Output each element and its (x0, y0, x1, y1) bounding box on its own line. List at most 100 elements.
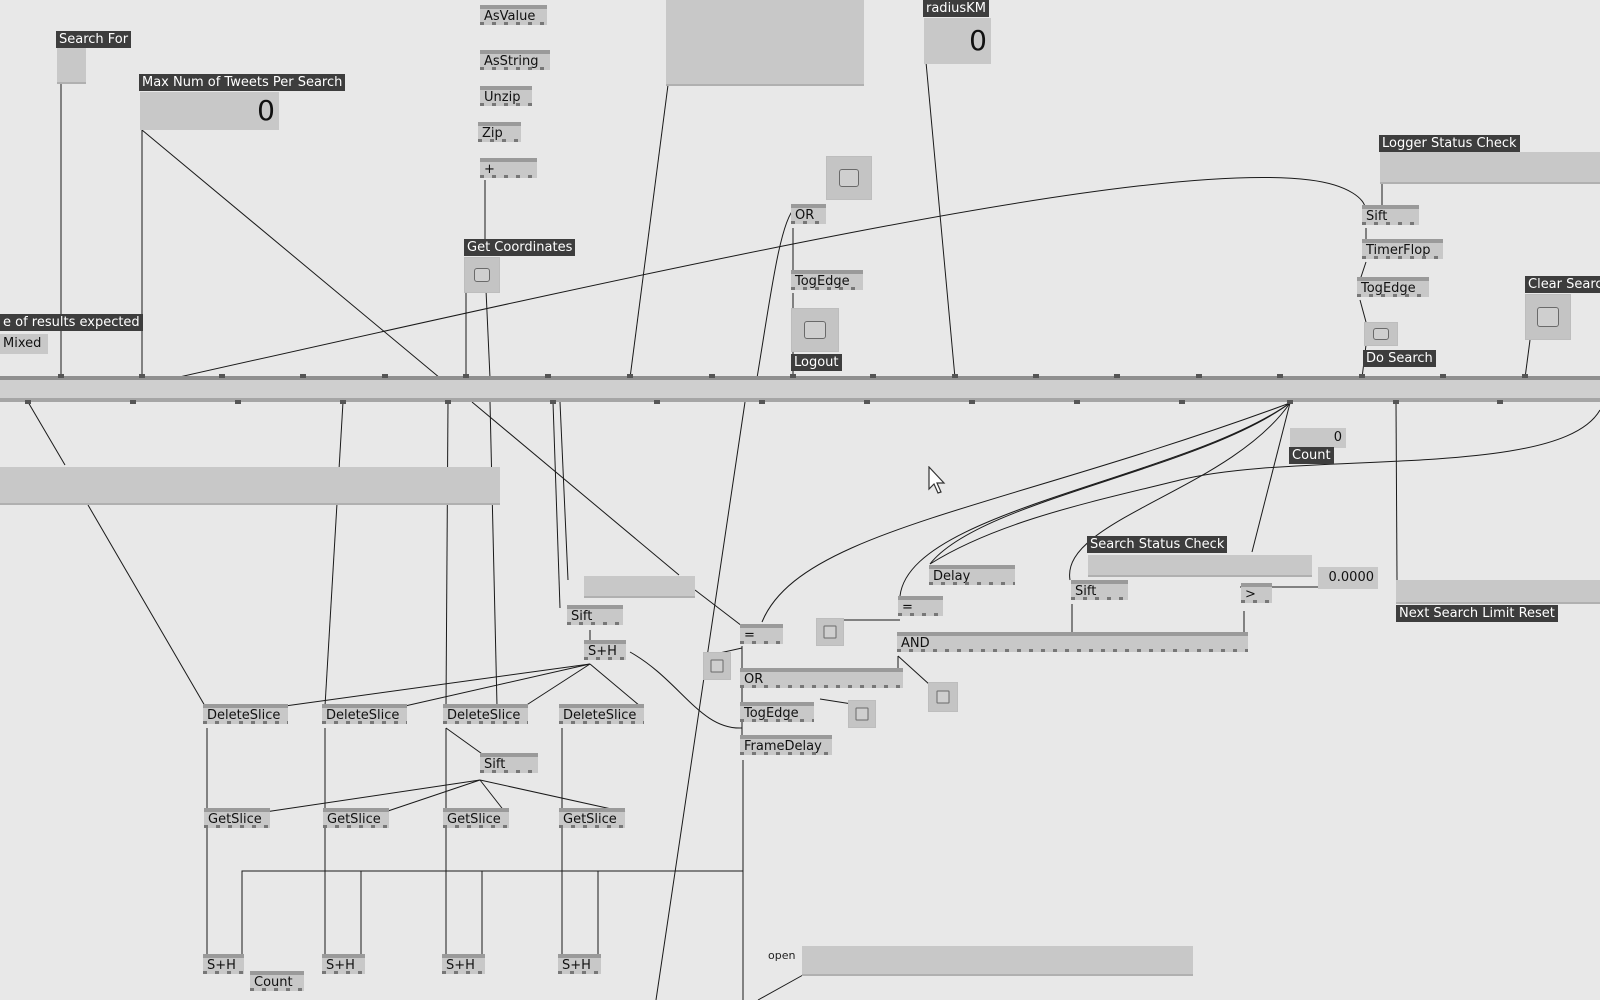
node-getslice-1[interactable]: GetSlice (204, 808, 270, 828)
bus-input-pin[interactable] (219, 374, 225, 378)
bus-output-pin[interactable] (1393, 400, 1399, 404)
node-sh-1[interactable]: S+H (203, 954, 244, 974)
node-unzip[interactable]: Unzip (480, 86, 532, 106)
clear-search-bang[interactable] (1525, 294, 1571, 340)
bus-input-pin[interactable] (1440, 374, 1446, 378)
bus-input-pin[interactable] (709, 374, 715, 378)
bus-input-pin[interactable] (1277, 374, 1283, 378)
bus-input-pin[interactable] (870, 374, 876, 378)
node-sift-logger[interactable]: Sift (1362, 205, 1419, 225)
node-sift-status[interactable]: Sift (1071, 580, 1128, 600)
bus-output-pin[interactable] (864, 400, 870, 404)
node-getslice-4[interactable]: GetSlice (559, 808, 625, 828)
node-asvalue[interactable]: AsValue (480, 5, 547, 25)
logout-bang[interactable] (791, 308, 839, 352)
do-search-bang[interactable] (1364, 322, 1398, 346)
node-timerflop[interactable]: TimerFlop (1362, 239, 1443, 259)
bus-output-pin[interactable] (654, 400, 660, 404)
search-for-input[interactable] (57, 48, 86, 84)
bus-output-pin[interactable] (1287, 400, 1293, 404)
node-zip[interactable]: Zip (478, 122, 521, 142)
bus-input-pin[interactable] (139, 374, 145, 378)
bus-input-pin[interactable] (1522, 374, 1528, 378)
node-togedge-mid[interactable]: TogEdge (740, 702, 814, 722)
node-asstring[interactable]: AsString (480, 50, 550, 70)
node-sh-3[interactable]: S+H (442, 954, 485, 974)
bus-input-pin[interactable] (1033, 374, 1039, 378)
get-coordinates-bang[interactable] (464, 257, 500, 293)
bus-output-pin[interactable] (340, 400, 346, 404)
label-search-status-check: Search Status Check (1087, 536, 1228, 553)
bus-input-pin[interactable] (952, 374, 958, 378)
node-getslice-2[interactable]: GetSlice (323, 808, 389, 828)
bus-input-pin[interactable] (382, 374, 388, 378)
wire (524, 663, 591, 707)
node-getslice-3[interactable]: GetSlice (443, 808, 509, 828)
text-iobox-left[interactable] (0, 467, 500, 505)
text-iobox-top[interactable] (666, 0, 864, 86)
bus-output-pin[interactable] (759, 400, 765, 404)
logger-status-iobox[interactable] (1380, 152, 1600, 184)
bus-input-pin[interactable] (300, 374, 306, 378)
node-greater-than[interactable]: > (1241, 583, 1272, 603)
bus-input-pin[interactable] (790, 374, 796, 378)
bang-top[interactable] (826, 156, 872, 200)
bus-output-pin[interactable] (550, 400, 556, 404)
bus-input-pin[interactable] (58, 374, 64, 378)
node-equals-1[interactable]: = (740, 624, 783, 644)
open-label: open (768, 949, 796, 962)
wire (174, 176, 1366, 379)
node-sift-low[interactable]: Sift (480, 753, 538, 773)
node-deleteslice-2[interactable]: DeleteSlice (322, 704, 407, 724)
bang-mid-2[interactable] (703, 652, 731, 680)
bang-mid-4[interactable] (928, 682, 958, 712)
bus-input-pin[interactable] (463, 374, 469, 378)
result-type-enum[interactable]: Mixed (0, 334, 48, 354)
node-framedelay[interactable]: FrameDelay (740, 735, 832, 755)
search-status-iobox[interactable] (1088, 555, 1312, 577)
node-sh-4[interactable]: S+H (558, 954, 601, 974)
node-deleteslice-4[interactable]: DeleteSlice (559, 704, 644, 724)
bus-input-pin[interactable] (1196, 374, 1202, 378)
node-delay[interactable]: Delay (929, 565, 1015, 585)
node-togedge-logger[interactable]: TogEdge (1357, 277, 1429, 297)
bus-input-pin[interactable] (627, 374, 633, 378)
bus-output-pin[interactable] (235, 400, 241, 404)
next-search-iobox[interactable] (1396, 580, 1600, 604)
bus-output-pin[interactable] (130, 400, 136, 404)
bus-output-pin[interactable] (1497, 400, 1503, 404)
threshold-value[interactable]: 0.0000 (1318, 567, 1378, 589)
bang-mid-1[interactable] (816, 618, 844, 646)
node-deleteslice-3[interactable]: DeleteSlice (443, 704, 528, 724)
text-iobox-mid[interactable] (584, 576, 695, 598)
bang-mid-3[interactable] (848, 700, 876, 728)
bus-input-pin[interactable] (1359, 374, 1365, 378)
wire (264, 779, 481, 813)
bus-output-pin[interactable] (25, 400, 31, 404)
node-equals-2[interactable]: = (898, 596, 943, 616)
bus-input-pin[interactable] (1114, 374, 1120, 378)
node-and[interactable]: AND (897, 632, 1248, 652)
bus-output-pin[interactable] (1074, 400, 1080, 404)
node-plus[interactable]: + (480, 158, 537, 178)
node-sh-mid[interactable]: S+H (584, 640, 626, 660)
count-value[interactable]: 0 (1290, 428, 1346, 448)
node-sh-2[interactable]: S+H (322, 954, 365, 974)
max-tweets-number[interactable]: 0 (140, 92, 279, 130)
node-or-mid[interactable]: OR (740, 668, 903, 688)
node-togedge-top[interactable]: TogEdge (791, 270, 863, 290)
wire (552, 401, 561, 609)
bus-input-pin[interactable] (545, 374, 551, 378)
label-logout: Logout (791, 354, 842, 371)
node-sift-mid[interactable]: Sift (567, 605, 623, 625)
wire (446, 870, 483, 961)
node-deleteslice-1[interactable]: DeleteSlice (203, 704, 288, 724)
bus-output-pin[interactable] (1179, 400, 1185, 404)
radius-km-number[interactable]: 0 (924, 18, 991, 64)
node-count-bottom[interactable]: Count (250, 971, 304, 991)
ioboxes-bus[interactable] (0, 376, 1600, 402)
open-iobox[interactable] (802, 946, 1193, 976)
bus-output-pin[interactable] (445, 400, 451, 404)
node-or-top[interactable]: OR (791, 204, 826, 224)
bus-output-pin[interactable] (969, 400, 975, 404)
